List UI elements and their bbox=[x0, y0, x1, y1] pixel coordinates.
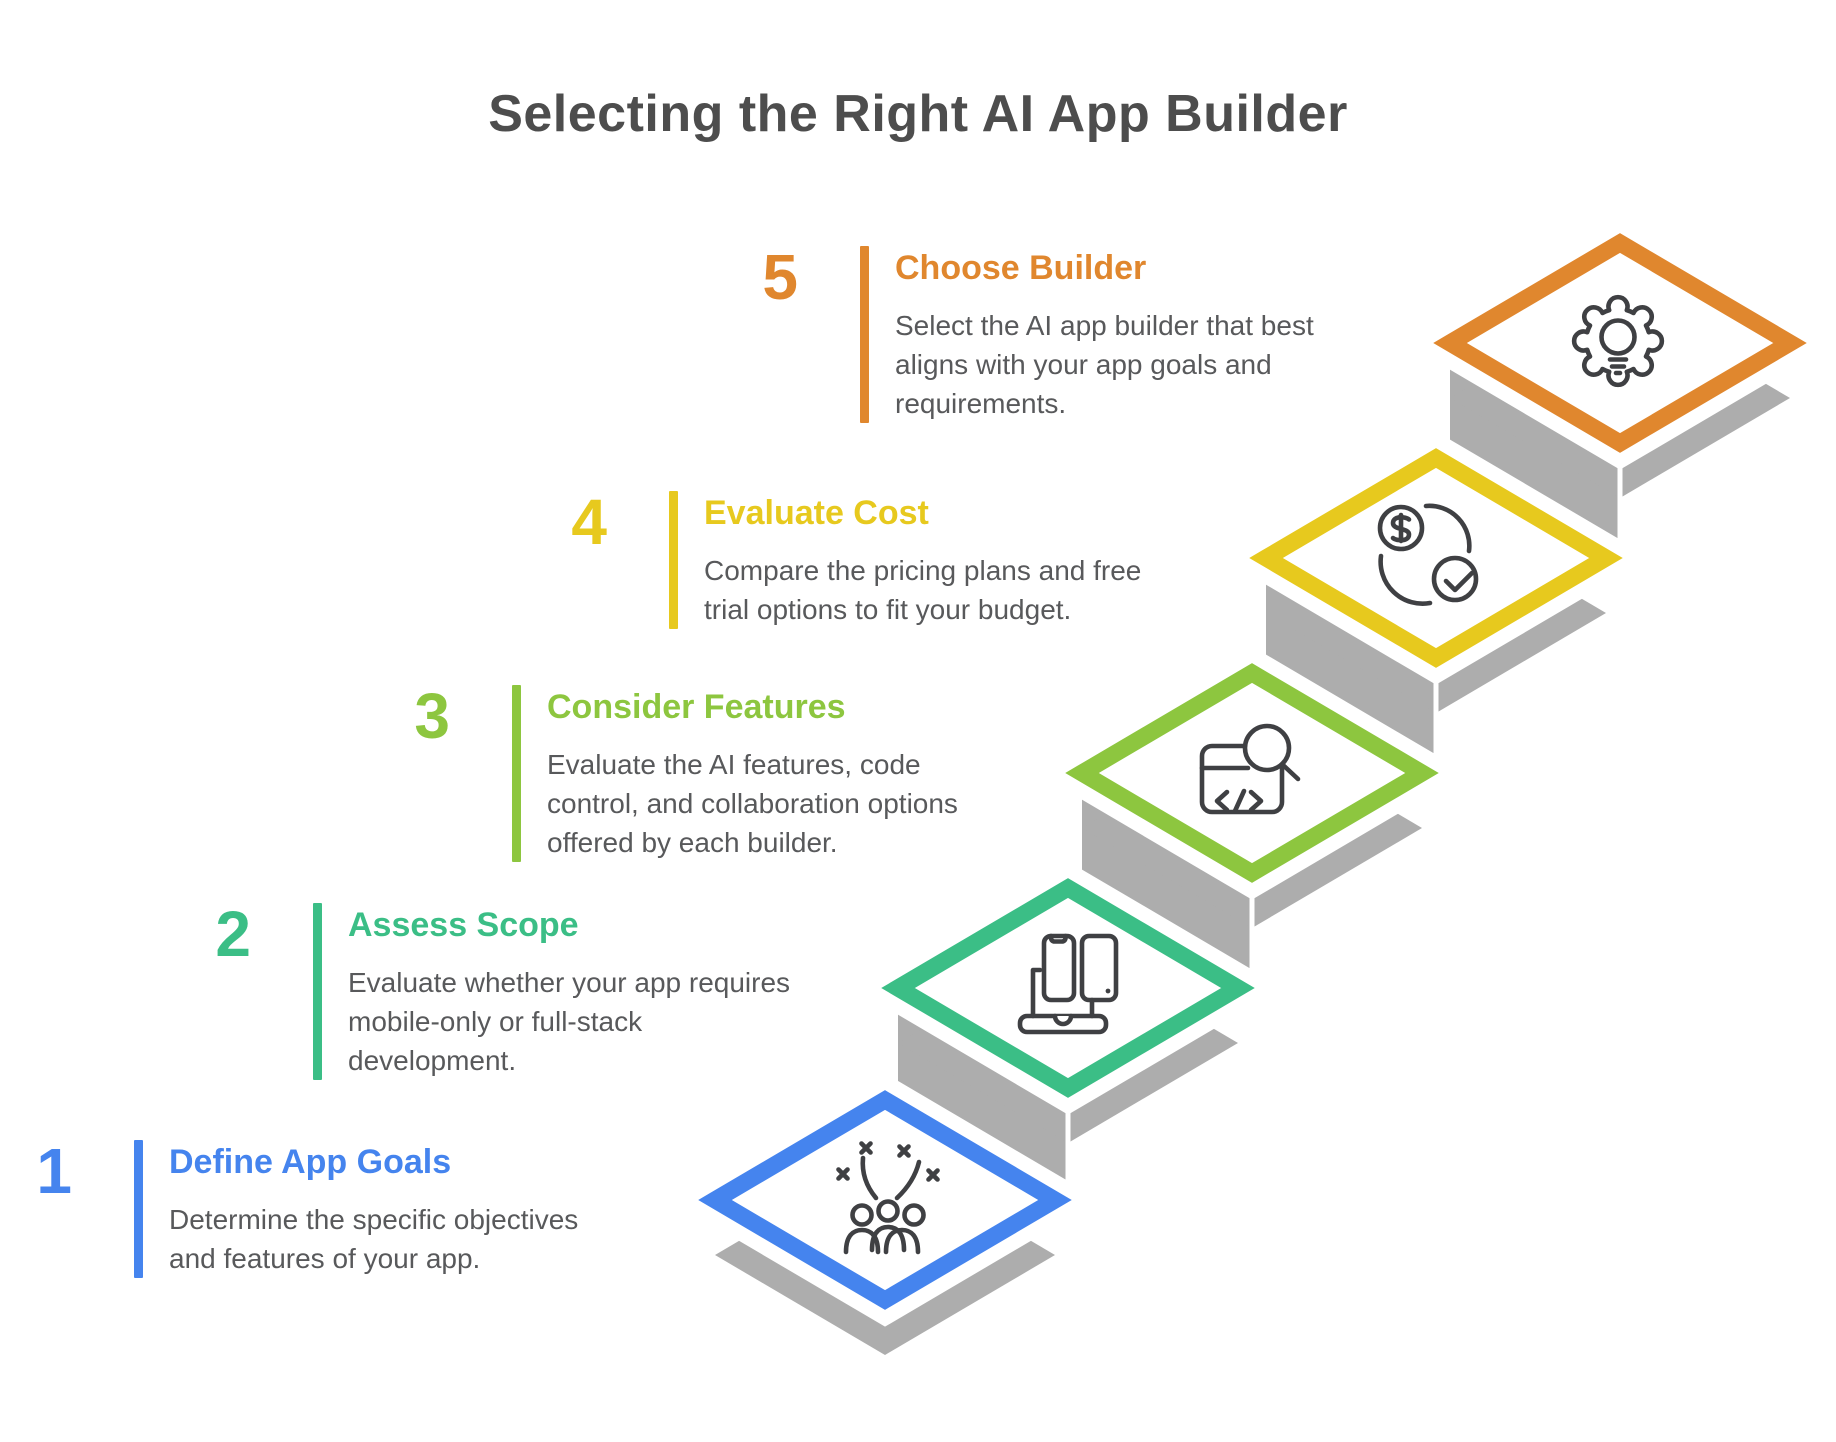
step-2-heading: Assess Scope bbox=[348, 906, 579, 944]
laptop-base-notch bbox=[1052, 1013, 1074, 1027]
step-2-number: 2 bbox=[215, 898, 251, 970]
step-4-accent-bar bbox=[669, 491, 678, 629]
people-celebration-icon bbox=[836, 1141, 940, 1255]
step-2-accent-bar bbox=[313, 903, 322, 1080]
phone-right-button bbox=[1105, 988, 1111, 994]
step-5-block bbox=[1404, 216, 1836, 573]
step-2-block bbox=[852, 861, 1284, 1218]
bulb-base bbox=[1607, 357, 1629, 376]
step-4-description: Compare the pricing plans and free trial… bbox=[704, 555, 1142, 625]
confetti-sparks bbox=[836, 1141, 940, 1182]
step-3-description: Evaluate the AI features, code control, … bbox=[547, 749, 958, 858]
confetti-ray-right bbox=[894, 1159, 922, 1201]
bulb-glass bbox=[1599, 318, 1637, 356]
step-4-number: 4 bbox=[571, 486, 607, 558]
person-center-head bbox=[876, 1199, 900, 1223]
person-left-shoulders bbox=[843, 1227, 881, 1255]
step-5-number: 5 bbox=[762, 241, 798, 313]
step-3-text-block: 3 Consider Features Evaluate the AI feat… bbox=[386, 680, 958, 862]
magnifier-lens bbox=[1242, 723, 1292, 773]
step-2-diamond bbox=[881, 878, 1255, 1098]
page-title: Selecting the Right AI App Builder bbox=[488, 85, 1348, 143]
step-1-number: 1 bbox=[36, 1135, 72, 1207]
step-2-text-block: 2 Assess Scope Evaluate whether your app… bbox=[187, 898, 791, 1080]
step-5-accent-bar bbox=[860, 246, 869, 423]
step-2-description: Evaluate whether your app requires mobil… bbox=[348, 967, 791, 1076]
step-3-accent-bar bbox=[512, 685, 521, 862]
step-4-diamond bbox=[1249, 448, 1623, 668]
phone-left-notch bbox=[1048, 933, 1068, 944]
pricing-refresh-check-icon bbox=[1377, 503, 1479, 606]
refresh-arc-bottom bbox=[1378, 553, 1433, 606]
person-right-head bbox=[902, 1203, 926, 1227]
dollar-sign bbox=[1390, 512, 1412, 544]
check-circle bbox=[1431, 555, 1479, 603]
person-left-head bbox=[850, 1203, 874, 1227]
magnifier-handle bbox=[1280, 762, 1301, 782]
dollar-circle bbox=[1377, 504, 1425, 552]
person-right-shoulders bbox=[883, 1227, 921, 1255]
step-3-diamond bbox=[1065, 663, 1439, 883]
code-glyphs bbox=[1214, 788, 1264, 814]
step-1-block bbox=[669, 1073, 1101, 1355]
step-5-heading: Choose Builder bbox=[895, 249, 1147, 287]
code-search-icon bbox=[1199, 723, 1301, 815]
step-1-description: Determine the specific objectives and fe… bbox=[169, 1204, 579, 1274]
step-4-heading: Evaluate Cost bbox=[704, 494, 929, 532]
laptop-screen-edge bbox=[1030, 967, 1043, 1019]
refresh-arc-top bbox=[1423, 503, 1472, 554]
step-5-text-block: 5 Choose Builder Select the AI app build… bbox=[734, 241, 1314, 423]
devices-icon bbox=[1017, 933, 1119, 1035]
gear-lightbulb-icon bbox=[1571, 294, 1665, 388]
phone-left bbox=[1041, 933, 1077, 1003]
step-1-accent-bar bbox=[134, 1140, 143, 1278]
person-center-shoulders bbox=[869, 1224, 907, 1253]
step-1-heading: Define App Goals bbox=[169, 1143, 452, 1181]
code-window bbox=[1199, 743, 1285, 815]
phone-right bbox=[1079, 933, 1119, 1003]
step-4-block bbox=[1220, 431, 1652, 788]
step-3-heading: Consider Features bbox=[547, 688, 846, 726]
step-4-text-block: 4 Evaluate Cost Compare the pricing plan… bbox=[543, 486, 1142, 629]
check-mark bbox=[1443, 570, 1475, 593]
step-1-text-block: 1 Define App Goals Determine the specifi… bbox=[8, 1135, 579, 1278]
step-3-number: 3 bbox=[414, 680, 450, 752]
confetti-ray-left bbox=[860, 1155, 879, 1201]
step-5-description: Select the AI app builder that best alig… bbox=[895, 310, 1314, 419]
gear-ring bbox=[1571, 294, 1665, 388]
